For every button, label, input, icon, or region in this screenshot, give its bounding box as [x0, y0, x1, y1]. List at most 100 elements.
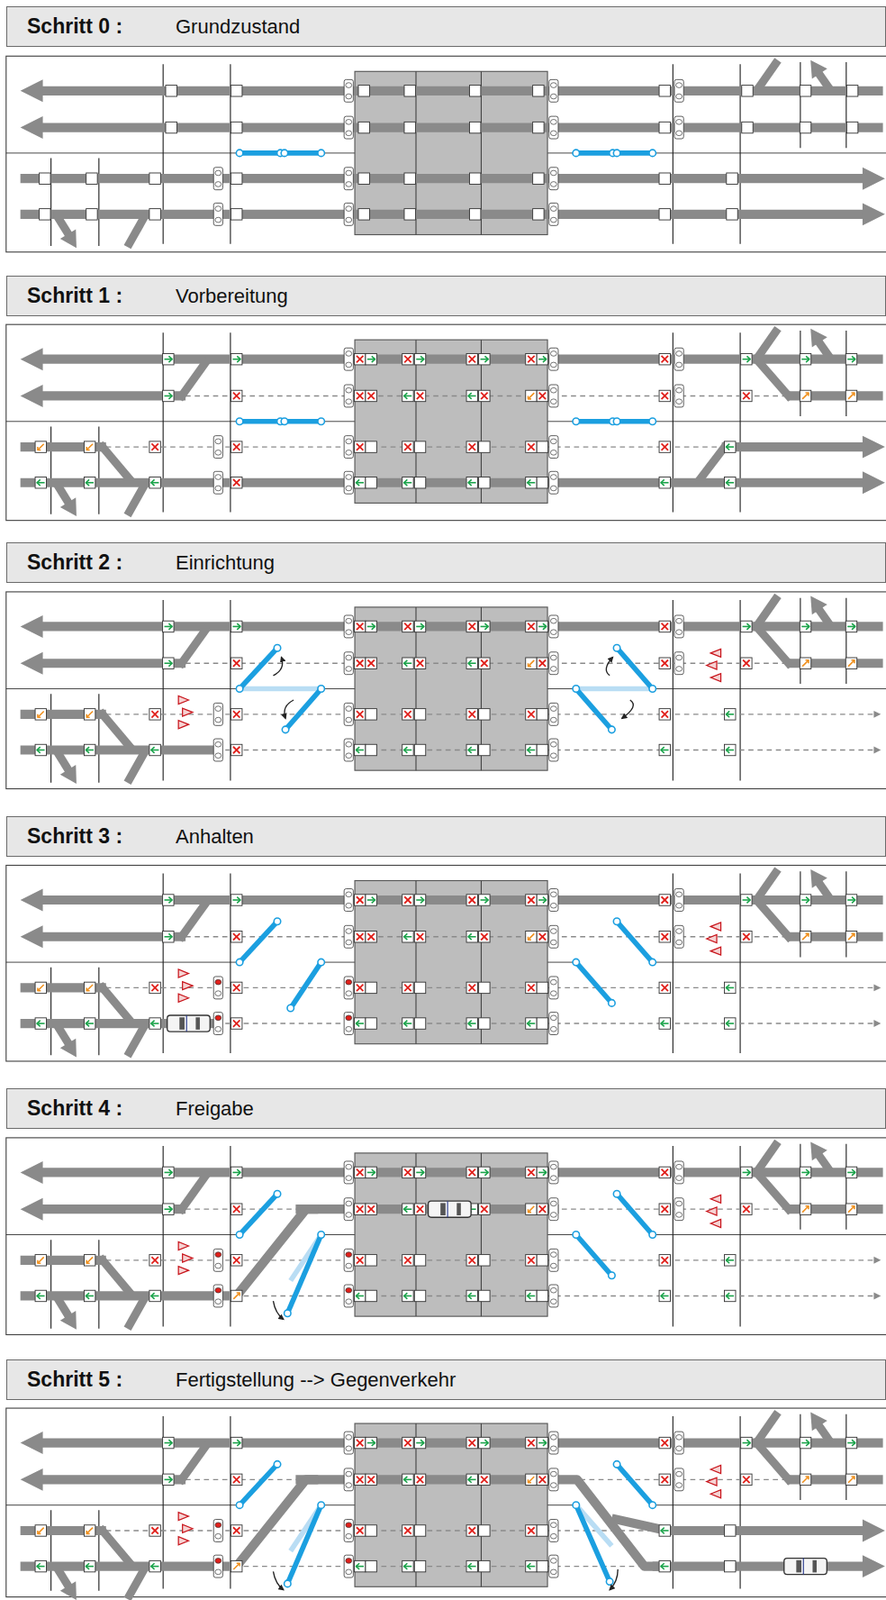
- barrier-joint: [605, 1577, 613, 1584]
- red-cross: [356, 984, 363, 991]
- step-panel: [6, 1407, 886, 1600]
- signal-box: [466, 477, 478, 489]
- red-cross: [469, 710, 476, 717]
- signal-box: [353, 1254, 365, 1266]
- red-cross: [527, 1526, 534, 1533]
- red-cross: [661, 659, 669, 666]
- green-arrow: [851, 1438, 856, 1446]
- lamp-light: [345, 1568, 353, 1574]
- signal-frame: [414, 657, 425, 669]
- signal-frame: [741, 1436, 752, 1447]
- signal-lamp: [213, 738, 223, 761]
- signal-frame: [536, 981, 548, 993]
- signal-box: [525, 1473, 537, 1484]
- red-cross: [480, 659, 488, 666]
- car-roof: [186, 1014, 188, 1031]
- signal-box: [799, 1473, 811, 1484]
- green-arrow: [542, 1168, 547, 1176]
- signal-box: [466, 1473, 478, 1484]
- barrier-joint: [572, 685, 579, 692]
- signal-frame: [724, 477, 736, 489]
- signal-frame: [365, 352, 377, 364]
- barrier-element: [576, 686, 653, 692]
- red-cross: [356, 1438, 363, 1446]
- lamp-light: [345, 485, 353, 491]
- green-arrow: [484, 1168, 489, 1176]
- green-arrow: [725, 710, 730, 717]
- signal-frame: [35, 1017, 46, 1029]
- signal-frame: [402, 743, 414, 755]
- green-arrow: [371, 623, 376, 630]
- signal-box: [533, 172, 544, 184]
- lamp-light: [215, 1568, 222, 1574]
- green-arrow: [355, 479, 360, 486]
- signal-box: [230, 1254, 242, 1266]
- green-arrow: [151, 479, 155, 486]
- lamp-housing: [549, 1554, 559, 1577]
- red-cross: [404, 443, 411, 450]
- signal-lamp: [549, 116, 559, 139]
- barrier-joint: [273, 1189, 281, 1196]
- signal-box: [230, 620, 242, 632]
- signal-lamp: [549, 435, 559, 459]
- signal-box: [659, 389, 670, 401]
- lamp-light: [550, 666, 557, 672]
- barrier-element: [284, 150, 322, 156]
- red-cross: [661, 392, 669, 399]
- red-cross: [151, 1526, 158, 1533]
- signal-frame: [536, 441, 548, 453]
- step-number: Schritt 2 :: [7, 550, 176, 575]
- red-cross: [356, 932, 363, 940]
- signal-frame: [353, 352, 365, 364]
- car-window: [795, 1559, 802, 1573]
- green-arrow: [527, 1292, 532, 1299]
- signal-frame: [659, 894, 670, 905]
- signal-box: [230, 1559, 242, 1571]
- signal-box: [741, 1202, 752, 1214]
- red-cross: [404, 984, 411, 991]
- red-cross: [416, 1204, 424, 1212]
- lamp-light: [550, 1445, 557, 1451]
- signal-box: [466, 620, 478, 632]
- signal-frame: [659, 657, 670, 669]
- signal-frame: [230, 352, 242, 364]
- lamp-light: [676, 939, 683, 945]
- barrier-joint: [649, 1230, 656, 1238]
- lamp-light: [345, 1298, 353, 1304]
- signal-box: [353, 981, 365, 993]
- orange-arrow: [528, 936, 532, 940]
- signal-lamp: [213, 435, 223, 459]
- signal-frame: [353, 1166, 365, 1177]
- lamp-light: [550, 705, 557, 712]
- lamp-light: [345, 1521, 353, 1528]
- red-cross: [367, 932, 374, 940]
- lamp-housing: [549, 976, 559, 999]
- gantry: [98, 693, 100, 783]
- gantry: [50, 1238, 52, 1329]
- barrier-joint: [613, 149, 620, 156]
- signal-frame: [741, 352, 752, 364]
- lamp-housing: [549, 167, 559, 190]
- median-line: [652, 1503, 886, 1505]
- red-cross: [404, 623, 411, 630]
- signal-frame: [741, 931, 752, 942]
- barrier-joint: [235, 1230, 243, 1238]
- barrier-joint: [317, 958, 325, 965]
- orange-arrow: [851, 1205, 855, 1209]
- signal-frame: [469, 85, 480, 97]
- signal-frame: [230, 743, 242, 755]
- signal-frame: [533, 121, 544, 133]
- signal-box: [414, 1254, 425, 1266]
- crossover: [99, 1527, 133, 1566]
- signal-lamp: [549, 888, 559, 912]
- signal-frame: [659, 743, 670, 755]
- signal-box: [149, 708, 161, 720]
- signal-box: [365, 620, 377, 632]
- signal-box: [149, 208, 161, 220]
- traffic-cone: [178, 1240, 189, 1249]
- lamp-light: [345, 705, 353, 712]
- signal-box: [353, 620, 365, 632]
- panel-frame: [6, 591, 886, 789]
- signal-frame: [479, 477, 490, 489]
- green-arrow: [236, 896, 241, 904]
